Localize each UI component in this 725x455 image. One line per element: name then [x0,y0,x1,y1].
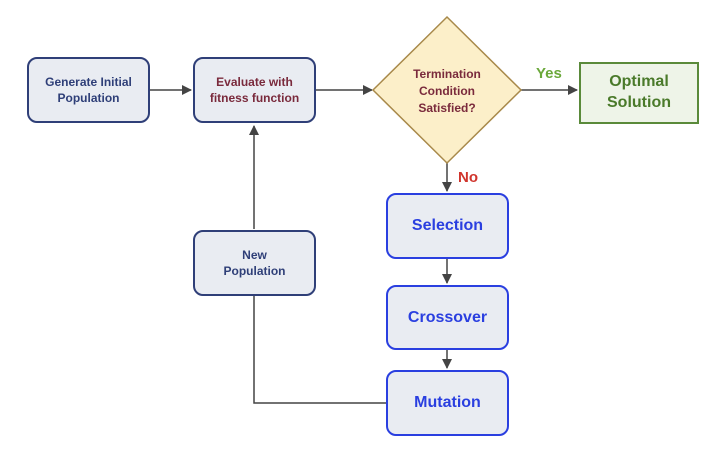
selection-node: Selection [386,193,509,259]
yes-label: Yes [536,65,562,82]
evaluate-fitness-node: Evaluate with fitness function [193,57,316,123]
new-population-label: New Population [223,247,286,278]
generate-initial-population-node: Generate Initial Population [27,57,150,123]
optimal-solution-node: Optimal Solution [579,62,699,124]
crossover-label: Crossover [407,308,488,326]
connector-mutation-to-new-population [253,296,386,404]
selection-label: Selection [411,217,484,235]
evaluate-fitness-label: Evaluate with fitness function [209,74,300,105]
optimal-solution-label: Optimal Solution [607,73,671,111]
crossover-node: Crossover [386,285,509,350]
new-population-node: New Population [193,230,316,296]
mutation-label: Mutation [414,394,481,412]
generate-initial-population-label: Generate Initial Population [45,74,132,105]
mutation-node: Mutation [386,370,509,436]
termination-diamond [371,15,523,165]
no-label: No [458,169,478,186]
termination-condition-label: Termination Condition Satisfied? [413,67,481,115]
